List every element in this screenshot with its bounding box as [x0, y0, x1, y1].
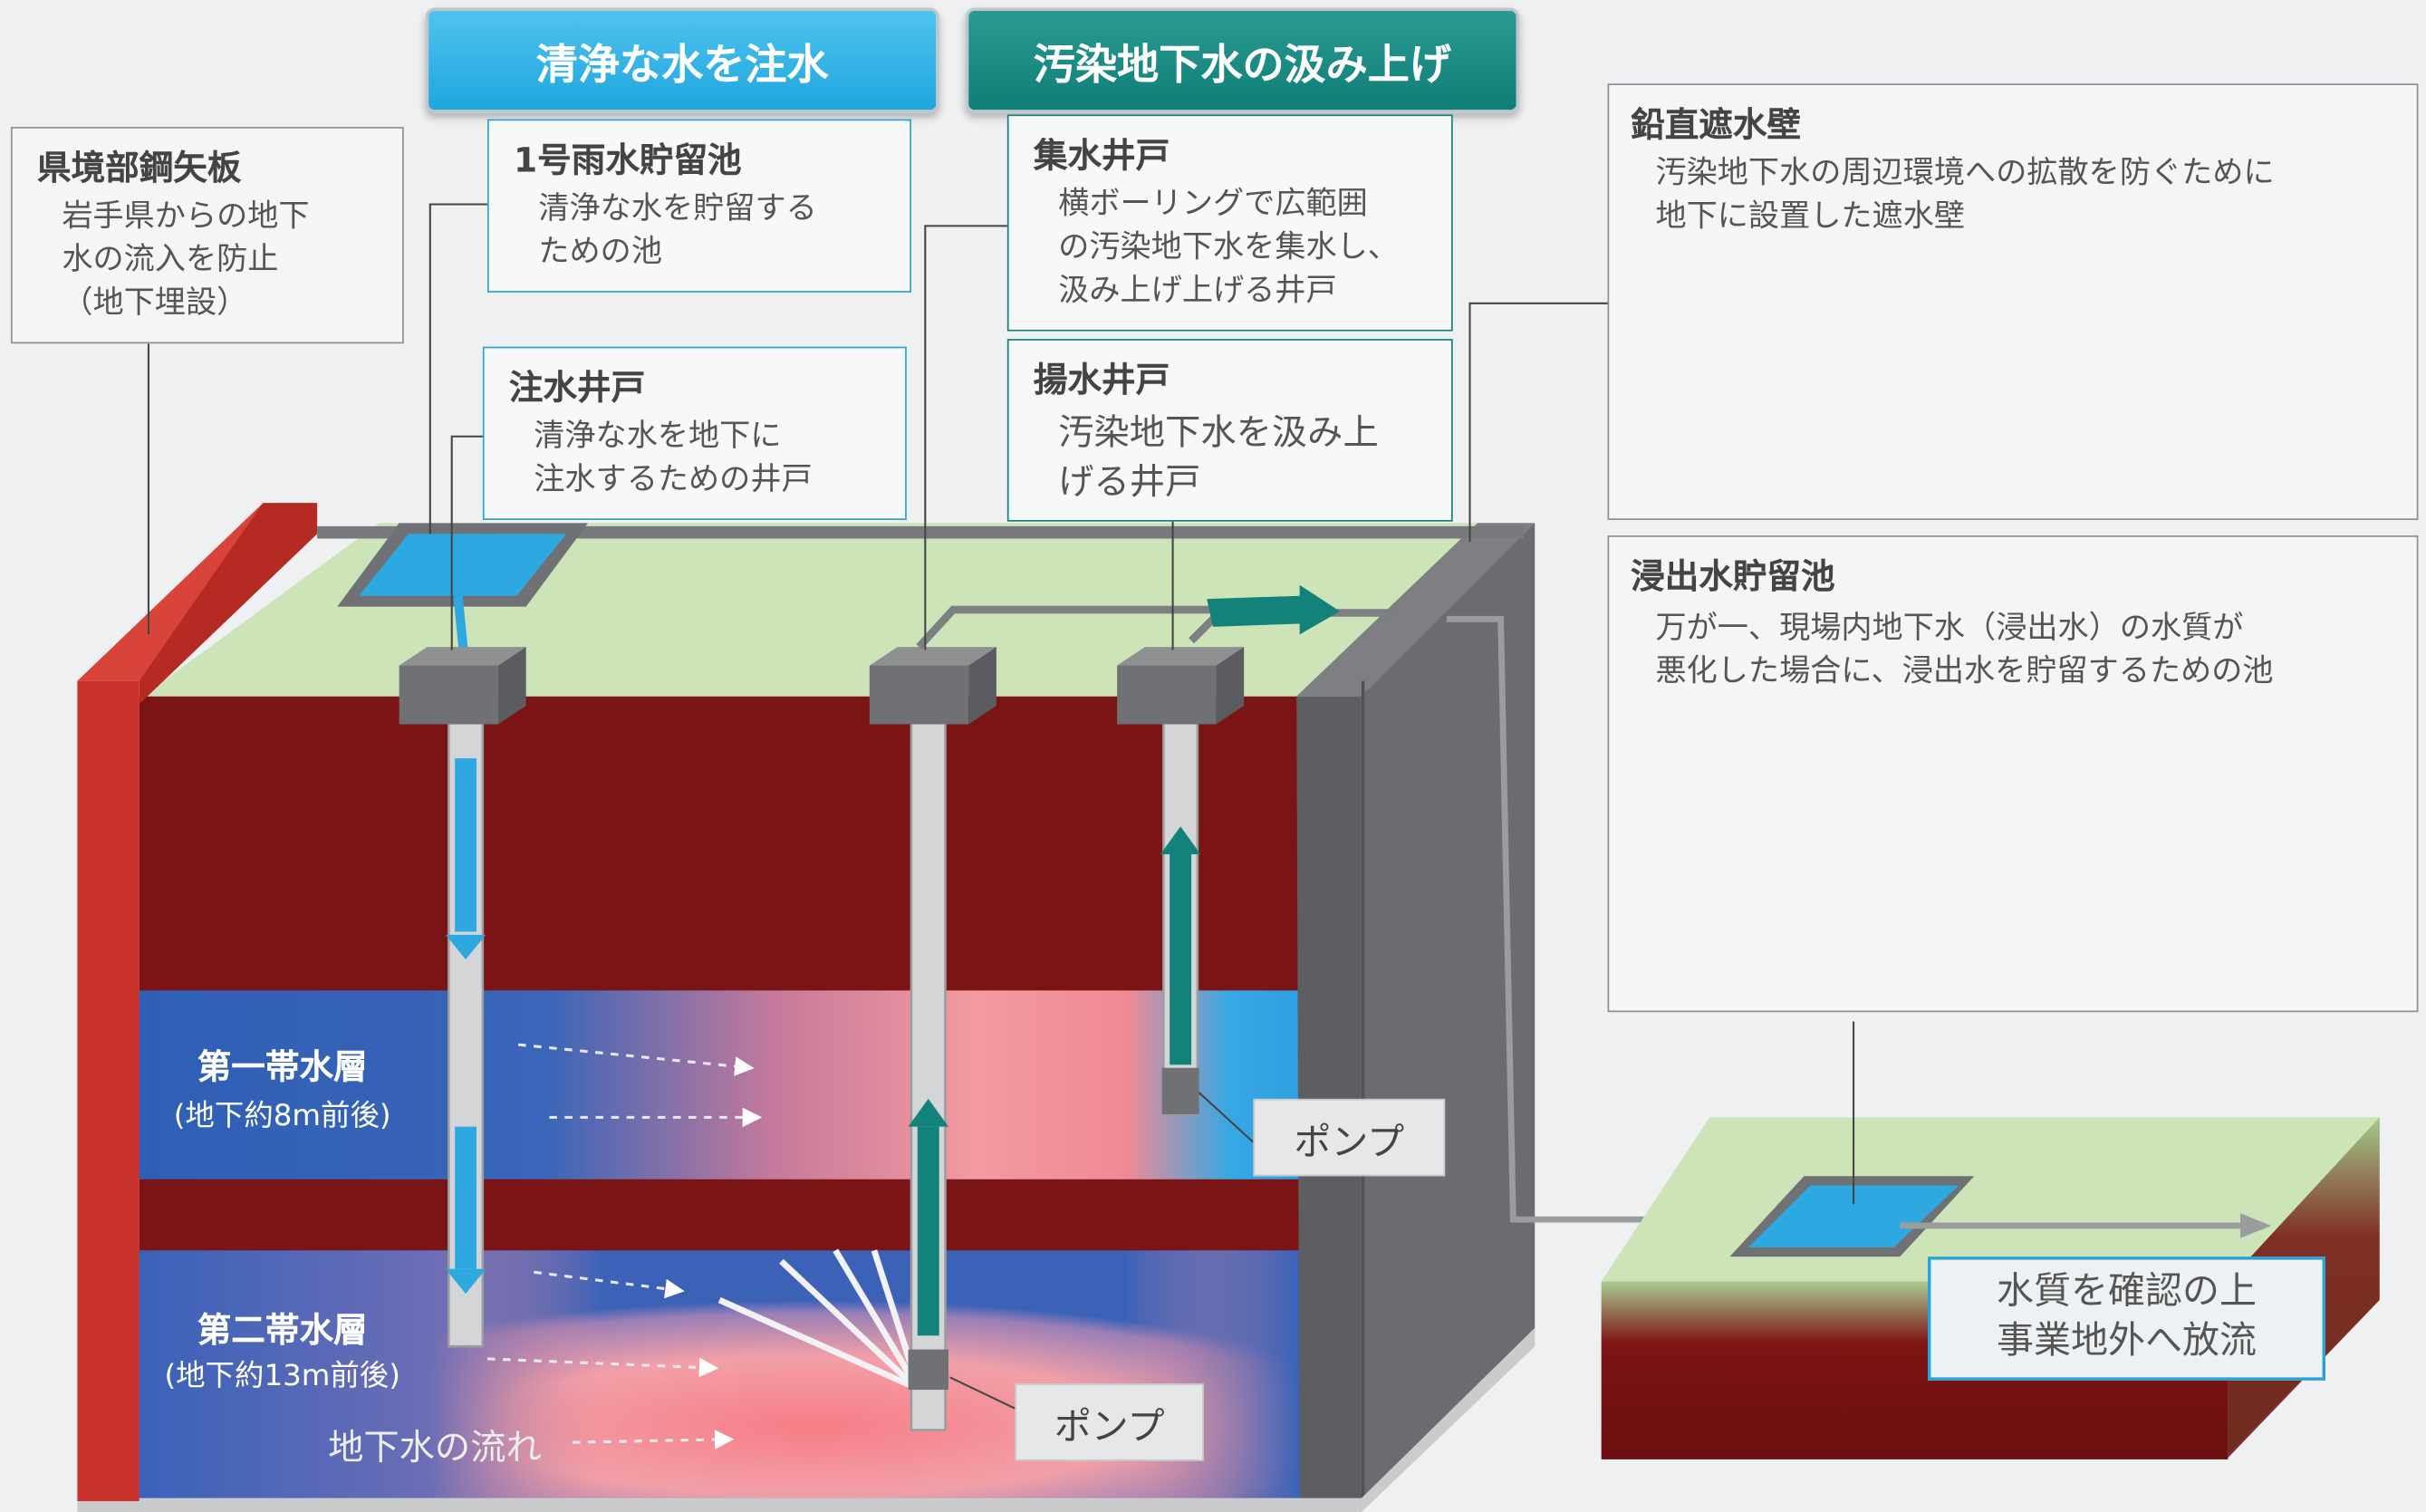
leachate-pond-callout: 浸出水貯留池 万が一、現場内地下水（浸出水）の水質が 悪化した場合に、浸出水を貯… [1607, 535, 2419, 1013]
pump-contaminated-water-banner: 汚染地下水の汲み上げ [965, 7, 1520, 113]
second-aquifer-label: 第二帯水層 [197, 1312, 368, 1352]
rain-pond-title: 1号雨水貯留池 [514, 142, 742, 181]
steel-sheet-pile [77, 680, 140, 1502]
injection-well [399, 647, 526, 1348]
vertical-cutoff-wall [1296, 523, 1536, 1509]
second-aquifer-depth: (地下約13m前後) [164, 1358, 400, 1393]
pumping-well [1117, 647, 1245, 1116]
groundwater-flow-label: 地下水の流れ [328, 1428, 542, 1469]
collection-well-body: 横ボーリングで広範囲 の汚染地下水を集水し、 汲み上げ上げる井戸 [1058, 184, 1399, 308]
groundwater-flow-arrows [486, 1043, 763, 1449]
discharge-release-box: 水質を確認の上 事業地外へ放流 [1928, 1257, 2325, 1381]
pump-label-upper: ポンプ [1253, 1098, 1446, 1177]
injection-well-body: 清浄な水を地下に 注水するための井戸 [534, 416, 813, 497]
collection-well-callout: 集水井戸 横ボーリングで広範囲 の汚染地下水を集水し、 汲み上げ上げる井戸 [1006, 114, 1453, 332]
pumpup-banner-text: 汚染地下水の汲み上げ [1033, 41, 1452, 90]
cutoff-wall-title: 鉛直遮水壁 [1631, 106, 1802, 146]
first-aquifer-depth: (地下約8m前後) [173, 1098, 391, 1133]
pump-label-lower: ポンプ [1015, 1383, 1204, 1461]
sheet-pile-body: 岩手県からの地下 水の流入を防止 （地下埋設） [62, 196, 310, 321]
cutoff-wall-body: 汚染地下水の周辺環境への拡散を防ぐために 地下に設置した遮水壁 [1655, 153, 2275, 234]
collection-well-title: 集水井戸 [1033, 138, 1170, 177]
first-aquifer-label: 第一帯水層 [197, 1049, 368, 1088]
first-aquifer [139, 990, 1300, 1180]
inject-banner-text: 清浄な水を注水 [535, 41, 829, 90]
rain-pond-body: 清浄な水を貯留する ための池 [538, 188, 817, 270]
injection-well-title: 注水井戸 [508, 370, 646, 409]
sheet-pile-callout: 県境部鋼矢板 岩手県からの地下 水の流入を防止 （地下埋設） [10, 127, 404, 344]
leachate-pond-body: 万が一、現場内地下水（浸出水）の水質が 悪化した場合に、浸出水を貯留するための池 [1655, 608, 2274, 689]
discharge-arrow [1207, 584, 1341, 635]
rain-pond-callout: 1号雨水貯留池 清浄な水を貯留する ための池 [486, 119, 911, 293]
injection-well-callout: 注水井戸 清浄な水を地下に 注水するための井戸 [482, 346, 907, 520]
horizontal-borings [717, 1248, 919, 1389]
leachate-pond-title: 浸出水貯留池 [1631, 558, 1835, 598]
sheet-pile-title: 県境部鋼矢板 [36, 149, 242, 189]
collection-well [869, 647, 996, 1431]
pumping-well-callout: 揚水井戸 汚染地下水を汲み上 げる井戸 [1006, 339, 1453, 522]
inject-clean-water-banner: 清浄な水を注水 [425, 7, 939, 113]
cutoff-wall-callout: 鉛直遮水壁 汚染地下水の周辺環境への拡散を防ぐために 地下に設置した遮水壁 [1607, 83, 2419, 520]
pumping-well-body: 汚染地下水を汲み上 げる井戸 [1058, 413, 1379, 504]
pumping-well-title: 揚水井戸 [1033, 361, 1170, 401]
